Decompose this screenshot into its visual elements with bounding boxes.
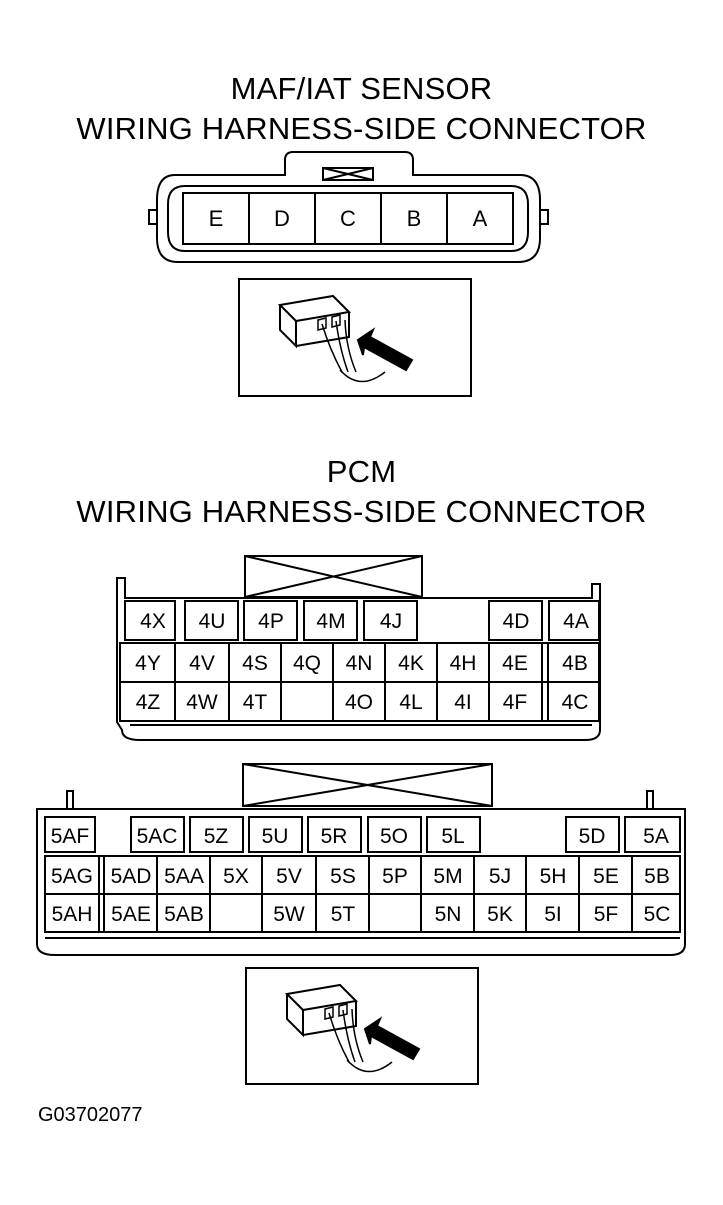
pcm-pin-label: 5P xyxy=(382,865,408,888)
pcm-pin-label: 5S xyxy=(330,865,356,888)
pcm-pin-label: 4N xyxy=(346,652,373,675)
pcm-pin-label: 5AC xyxy=(137,825,178,848)
maf-connector xyxy=(148,151,549,263)
maf-pin-label: B xyxy=(407,206,422,231)
pcm-pin-label: 5AB xyxy=(164,903,204,926)
pcm-pin-label: 4Q xyxy=(293,652,321,675)
pcm-title-line2: WIRING HARNESS-SIDE CONNECTOR xyxy=(76,494,647,529)
pcm-pin-label: 4M xyxy=(316,610,345,633)
connector-box-icon xyxy=(284,983,393,1073)
pcm-connector-4 xyxy=(116,555,601,741)
pcm-pin-label: 5A xyxy=(643,825,669,848)
pcm-pin-label: 4U xyxy=(199,610,226,633)
pcm-pin-label: 5F xyxy=(594,903,619,926)
maf-pin-label: A xyxy=(473,206,488,231)
pcm-pin-label: 4Z xyxy=(136,691,161,714)
maf-inset-frame xyxy=(238,278,472,397)
pcm-pin-label: 5AD xyxy=(111,865,152,888)
maf-inset-illustration xyxy=(238,278,472,397)
pcm-pin-label: 5AA xyxy=(164,865,204,888)
probe-arrow-icon xyxy=(363,1016,421,1061)
pcm-pin-label: 5U xyxy=(262,825,289,848)
pcm-inset-illustration xyxy=(245,967,479,1085)
maf-pin-label: E xyxy=(209,206,224,231)
pcm-pin-label: 5L xyxy=(441,825,464,848)
pcm-pin-label: 4B xyxy=(562,652,588,675)
pcm-pin-label: 4F xyxy=(503,691,528,714)
pcm-pin-label: 4H xyxy=(450,652,477,675)
pcm-pin-label: 5N xyxy=(435,903,462,926)
maf-title-line1: MAF/IAT SENSOR xyxy=(230,71,493,106)
pcm-pin-label: 5K xyxy=(487,903,513,926)
pcm-pin-label: 4W xyxy=(186,691,218,714)
pcm-pin-label: 5AG xyxy=(51,865,93,888)
pcm-pin-label: 4P xyxy=(258,610,284,633)
pcm-pin-label: 5C xyxy=(644,903,671,926)
pcm-pin-label: 5AH xyxy=(52,903,93,926)
pcm-pin-label: 4I xyxy=(454,691,472,714)
pcm-pin-label: 5M xyxy=(433,865,462,888)
pcm-pin-label: 4O xyxy=(345,691,373,714)
probe-arrow-icon xyxy=(356,327,414,372)
figure-code: G03702077 xyxy=(38,1104,143,1126)
pcm-pin-label: 5R xyxy=(321,825,348,848)
pcm-connector-5 xyxy=(36,763,686,956)
pcm-pin-label: 4C xyxy=(562,691,589,714)
pcm-pin-label: 4T xyxy=(243,691,268,714)
maf-pin-label: C xyxy=(340,206,356,231)
pcm-pin-label: 5AF xyxy=(51,825,90,848)
maf-pin-label: D xyxy=(274,206,290,231)
pcm-inset-frame xyxy=(245,967,479,1085)
pcm-pin-label: 4S xyxy=(242,652,268,675)
pcm-pin-label: 4A xyxy=(563,610,589,633)
pcm-title-line1: PCM xyxy=(326,454,397,489)
pcm-pin-label: 5E xyxy=(593,865,619,888)
connector-box-icon xyxy=(277,294,386,383)
maf-title-line2: WIRING HARNESS-SIDE CONNECTOR xyxy=(76,111,647,146)
pcm-pin-label: 5T xyxy=(331,903,356,926)
pcm-pin-label: 5I xyxy=(544,903,562,926)
pcm-pin-label: 5D xyxy=(579,825,606,848)
pcm-pin-label: 5H xyxy=(540,865,567,888)
pcm-pin-label: 4D xyxy=(503,610,530,633)
pcm-pin-label: 5X xyxy=(223,865,249,888)
pcm-pin-label: 5W xyxy=(273,903,305,926)
pcm-pin-label: 5AE xyxy=(111,903,151,926)
pcm-pin-label: 4L xyxy=(399,691,422,714)
pcm-pin-label: 4J xyxy=(380,610,402,633)
pcm-pin-label: 5Z xyxy=(204,825,229,848)
pcm-pin-label: 5B xyxy=(644,865,670,888)
pcm-pin-label: 4X xyxy=(140,610,166,633)
pcm-pin-label: 5V xyxy=(276,865,302,888)
pcm-pin-label: 5O xyxy=(380,825,408,848)
pcm-pin-label: 4E xyxy=(502,652,528,675)
pcm-pin-label: 4V xyxy=(189,652,215,675)
pcm-pin-label: 4Y xyxy=(135,652,161,675)
pcm-pin-label: 5J xyxy=(489,865,511,888)
pcm-pin-label: 4K xyxy=(398,652,424,675)
